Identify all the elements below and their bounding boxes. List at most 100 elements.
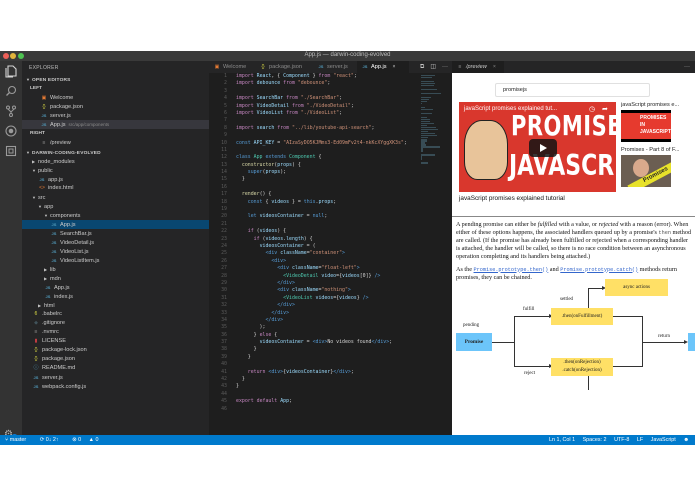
explorer-sidebar: EXPLORER ▼OPEN EDITORS LEFT▣Welcome{}pac…: [22, 61, 209, 435]
line-number: 11: [221, 146, 227, 153]
thumbnail-face: [464, 120, 508, 180]
line-number: 18: [221, 198, 227, 205]
promise-diagram: pending Promise fulfill reject settled .…: [452, 279, 695, 411]
open-editors-header[interactable]: ▼OPEN EDITORS: [26, 77, 71, 83]
open-editor-item[interactable]: {}package.json: [22, 102, 209, 111]
side-video-title[interactable]: Promises - Part 8 of F...: [621, 147, 680, 153]
line-number: 44: [221, 390, 227, 397]
sync-indicator[interactable]: ⟳ 0↓ 2↑: [39, 437, 59, 443]
watch-later-icon[interactable]: ◷: [589, 106, 596, 113]
split-editor-icon[interactable]: ◫: [430, 64, 436, 70]
folder-item[interactable]: ▼components: [44, 213, 81, 219]
window-title: App.js — darwin-coding-evolved: [304, 52, 391, 58]
folder-item[interactable]: ▼app: [38, 204, 54, 210]
minimap[interactable]: [421, 75, 443, 164]
encoding[interactable]: UTF-8: [614, 437, 630, 443]
js-file-icon: JS: [45, 294, 51, 299]
folder-item[interactable]: ▶node_modules: [32, 159, 75, 165]
file-item[interactable]: ϐ.babelrc: [22, 310, 209, 319]
indentation[interactable]: Spaces: 2: [582, 437, 607, 443]
project-header[interactable]: ▼DARWIN-CODING-EVOLVED: [26, 150, 101, 156]
close-tab-icon[interactable]: ×: [492, 64, 496, 70]
divider: [452, 216, 695, 217]
code-line: 26 <div>: [209, 258, 419, 265]
more-actions-icon[interactable]: ···: [442, 64, 448, 70]
folder-item[interactable]: ▼public: [32, 168, 53, 174]
folder-item[interactable]: ▶html: [38, 303, 55, 309]
open-editor-item[interactable]: ≡/preview: [22, 138, 209, 147]
more-actions-icon[interactable]: ···: [684, 64, 690, 70]
source-control-icon[interactable]: [4, 105, 18, 119]
tab-package-json[interactable]: {}package.json: [255, 61, 313, 73]
search-input[interactable]: promisejs: [495, 83, 650, 97]
chevron-right-icon: ▶: [38, 303, 42, 308]
file-item[interactable]: ◆.gitignore: [22, 319, 209, 328]
share-icon[interactable]: ➦: [602, 106, 608, 113]
file-item[interactable]: <>index.html: [39, 185, 74, 191]
status-bar: ⑂ master ⟳ 0↓ 2↑ ⊗ 0 ▲ 0 Ln 1, Col 1 Spa…: [0, 435, 695, 445]
smiley-icon[interactable]: ☻: [683, 437, 689, 443]
line-number: 24: [221, 242, 227, 249]
open-editor-item[interactable]: ▣Welcome: [41, 95, 74, 101]
folder-item[interactable]: ▶lib: [44, 267, 56, 273]
debug-icon[interactable]: [4, 125, 18, 139]
folder-item[interactable]: ▼src: [32, 195, 46, 201]
license-icon: ▮: [34, 338, 38, 344]
folder-item[interactable]: ▶mdn: [44, 276, 61, 282]
branch-indicator[interactable]: ⑂ master: [5, 437, 27, 443]
close-window-button[interactable]: [3, 53, 9, 59]
file-item[interactable]: {}package-lock.json: [22, 346, 209, 355]
catch-link[interactable]: Promise.prototype.catch(): [560, 266, 639, 273]
cursor-position[interactable]: Ln 1, Col 1: [549, 437, 576, 443]
minimize-window-button[interactable]: [10, 53, 16, 59]
maximize-window-button[interactable]: [18, 53, 24, 59]
play-button[interactable]: [529, 139, 557, 157]
line-ending[interactable]: LF: [636, 437, 644, 443]
tab-preview[interactable]: ≡/preview×: [452, 61, 504, 73]
line-number: 38: [221, 346, 227, 353]
close-tab-icon[interactable]: ×: [392, 64, 396, 70]
code-line: 37 videosContainer = <div>No videos foun…: [209, 339, 419, 346]
file-item[interactable]: {}package.json: [22, 355, 209, 364]
side-video-title[interactable]: javaScript promises e...: [621, 102, 680, 108]
side-video-thumbnail[interactable]: PROMISES IN JAVASCRIPT: [621, 110, 671, 142]
code-line: 39 }: [209, 354, 419, 361]
split-compare-icon[interactable]: ⧉: [420, 64, 425, 70]
line-number: 42: [221, 376, 227, 383]
line-number: 40: [221, 361, 227, 368]
then-link[interactable]: Promise.prototype.then(): [473, 266, 549, 273]
files-icon[interactable]: [4, 65, 18, 79]
side-video-thumbnail[interactable]: Promises: [621, 155, 671, 187]
problems-indicator[interactable]: ⊗ 0 ▲ 0: [72, 437, 99, 443]
video-overlay-title[interactable]: javaScript promises explained tut...: [464, 106, 558, 112]
code-line: 11: [209, 147, 419, 154]
tab-welcome[interactable]: ▣Welcome: [209, 61, 255, 73]
json-icon: {}: [34, 347, 38, 353]
file-item[interactable]: ▮LICENSE: [22, 337, 209, 346]
file-item[interactable]: ≡.nvmrc: [22, 328, 209, 337]
welcome-icon: ▣: [41, 95, 47, 101]
language-mode[interactable]: JavaScript: [650, 437, 676, 443]
search-icon[interactable]: [4, 85, 18, 99]
html-icon: <>: [39, 185, 45, 191]
extensions-icon[interactable]: [4, 145, 18, 159]
main-video-player[interactable]: PROMISES IN JAVASCRIPT javaScript promis…: [459, 102, 616, 192]
